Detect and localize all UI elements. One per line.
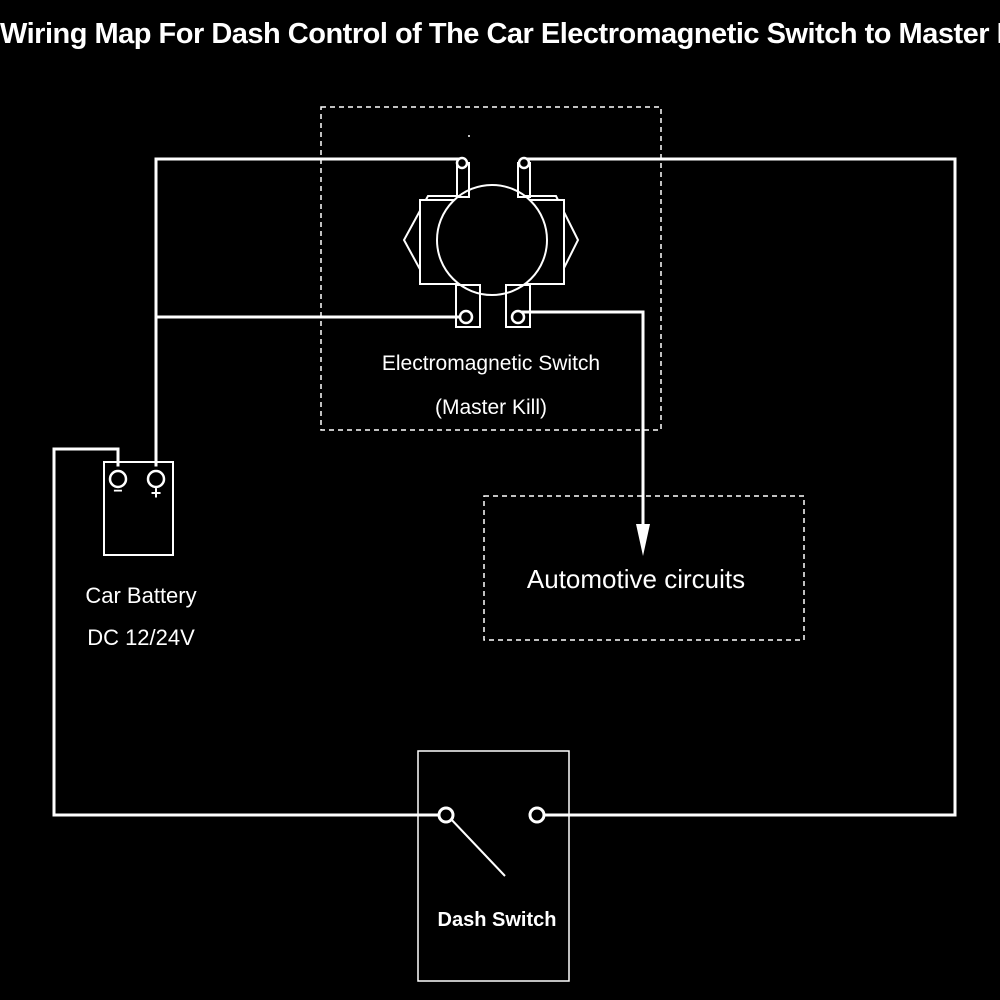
battery-positive-symbol: +: [150, 483, 162, 503]
automotive-circuits-box: [483, 495, 805, 641]
car-battery-symbol: [103, 461, 174, 556]
relay-coil-circle: [436, 184, 548, 296]
battery-negative-symbol: −: [113, 483, 123, 500]
electromagnetic-switch-sublabel: (Master Kill): [434, 396, 547, 419]
relay-terminal-bottom-right: [510, 309, 526, 325]
small-dot: [468, 135, 470, 137]
relay-terminal-top-right: [517, 156, 531, 170]
electromagnetic-switch-label: Electromagnetic Switch: [381, 352, 601, 375]
diagram-title: Wiring Map For Dash Control of The Car E…: [0, 18, 1000, 50]
relay-bottom-tab-right: [505, 284, 531, 328]
relay-terminal-bottom-left: [458, 309, 474, 325]
dash-switch-lever: [448, 816, 506, 877]
automotive-circuits-label: Automotive circuits: [526, 564, 746, 594]
wire-relay-to-automotive-circuits: [516, 310, 645, 532]
wire-relay-coil-to-battery-positive: [154, 157, 464, 467]
dash-switch-terminal-right: [528, 806, 546, 824]
car-battery-voltage: DC 12/24V: [87, 625, 195, 650]
battery-positive-terminal: [146, 469, 166, 489]
wire-battery-negative-to-dash-switch: [52, 447, 448, 817]
wire-relay-coil-to-dash-switch: [522, 157, 957, 817]
battery-negative-terminal: [108, 469, 128, 489]
wires: [52, 157, 957, 817]
electromagnetic-switch-box: [320, 106, 662, 431]
relay-bottom-tab-left: [455, 284, 481, 328]
dash-switch-label: Dash Switch: [437, 909, 557, 931]
dash-switch-terminal-left: [437, 806, 455, 824]
battery-body: [103, 461, 174, 556]
dash-switch-box: [417, 750, 570, 982]
arrow-head-icon: [636, 524, 650, 556]
relay-terminals: [455, 156, 531, 325]
car-battery-label: Car Battery: [85, 583, 197, 608]
relay-symbol: [402, 162, 580, 328]
relay-terminal-top-left: [455, 156, 469, 170]
